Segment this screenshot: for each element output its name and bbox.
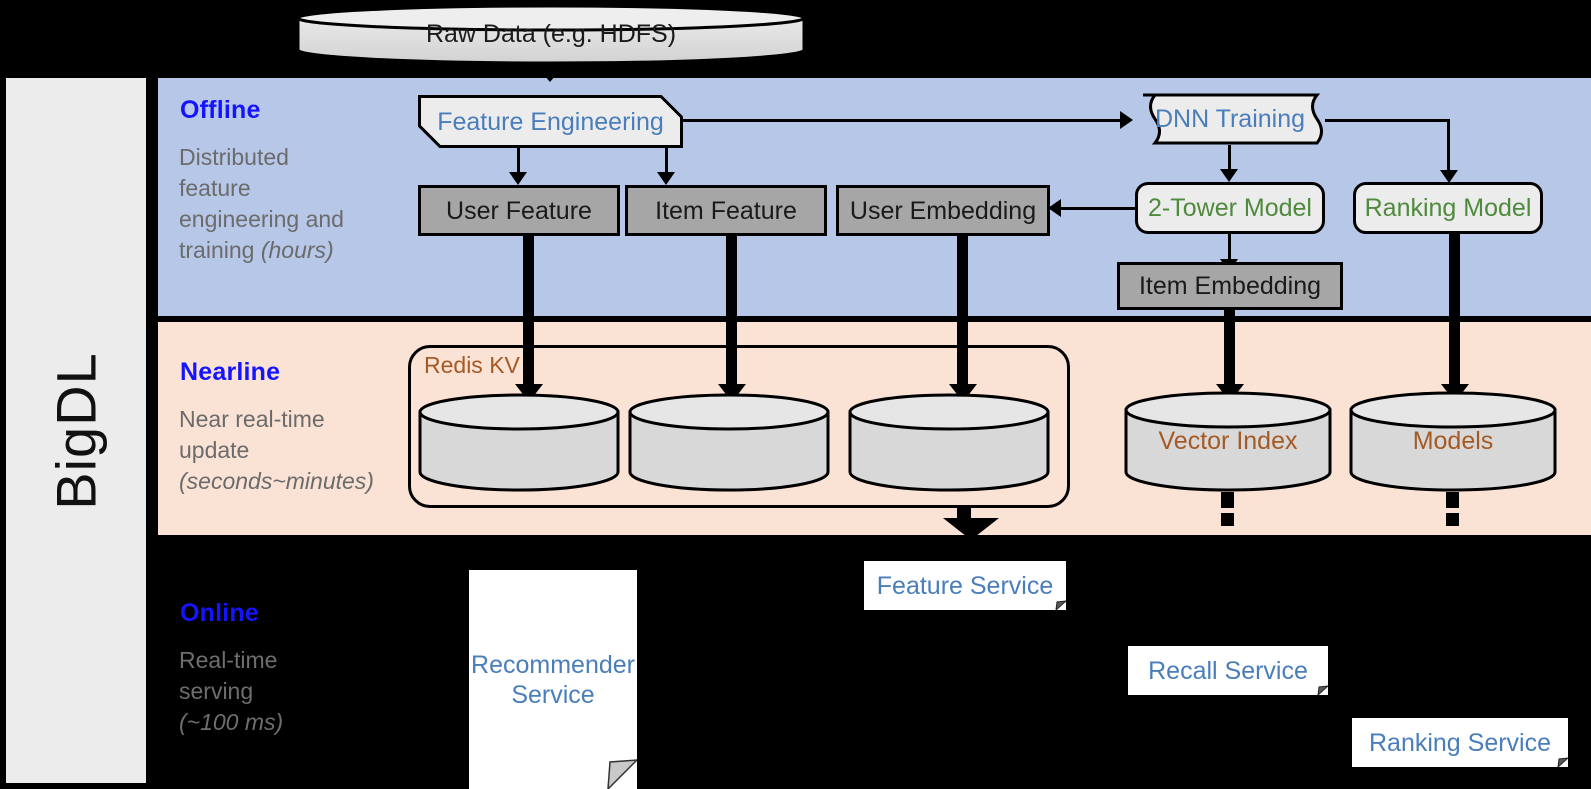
node-recommender-service[interactable]: Recommender Service	[469, 570, 637, 789]
node-user-embedding[interactable]: User Embedding	[836, 185, 1050, 236]
nearline-title: Nearline	[180, 358, 281, 386]
recall-service-shape	[1128, 646, 1328, 695]
user-feature-label: User Feature	[446, 196, 592, 225]
online-sub-l1: Real-time	[179, 647, 278, 673]
node-two-tower-model[interactable]: 2-Tower Model	[1135, 182, 1325, 234]
node-recall-service[interactable]: Recall Service	[1128, 646, 1328, 695]
feature-service-label: Feature Service	[876, 571, 1054, 600]
connector-dnn-twotower	[1228, 145, 1231, 169]
arrowhead-dnn-twotower	[1220, 169, 1238, 182]
raw-data-label: Raw Data (e.g. HDFS)	[425, 19, 677, 48]
item-feature-label: Item Feature	[655, 196, 797, 225]
offline-sub-l4: training	[179, 237, 261, 263]
connector-fe-userfeature	[517, 148, 520, 172]
arrowhead-fe-itemfeature	[657, 172, 675, 185]
raw-data-cylinder: Raw Data (e.g. HDFS)	[296, 4, 806, 65]
connector-fe-dnn	[683, 119, 1120, 122]
connector-stub-vectorindex-1	[1221, 492, 1234, 508]
ranking-service-label: Ranking Service	[1368, 728, 1552, 757]
item-embedding-label: Item Embedding	[1138, 272, 1322, 300]
connector-stub-models-2	[1446, 513, 1459, 526]
cylinder-user-embedding-store[interactable]	[848, 392, 1050, 492]
nearline-sub-italic: (seconds~minutes)	[179, 468, 374, 494]
models-label: Models	[1412, 426, 1494, 455]
recommender-service-label: Recommender Service	[471, 650, 635, 709]
ranking-service-shape	[1352, 718, 1568, 767]
cylinder-item-feature-store[interactable]	[628, 392, 830, 492]
cylinder-shape	[628, 393, 830, 492]
pipe-userembedding-store	[957, 236, 968, 387]
arrowhead-redis-featureservice	[943, 518, 999, 540]
offline-sub-l3: engineering and	[179, 206, 344, 232]
redis-kv-label: Redis KV	[424, 352, 520, 378]
dnn-training-label: DNN Training	[1154, 104, 1306, 133]
node-dnn-training[interactable]: DNN Training	[1135, 93, 1325, 145]
offline-title: Offline	[180, 96, 261, 124]
cylinder-shape	[848, 393, 1050, 492]
node-feature-engineering[interactable]: Feature Engineering	[418, 95, 683, 148]
node-item-embedding[interactable]: Item Embedding	[1117, 262, 1343, 310]
connector-dnn-ranking-h	[1325, 119, 1450, 122]
online-subtitle: Real-time serving (~100 ms)	[179, 645, 419, 738]
offline-sub-l2: feature	[179, 175, 251, 201]
arrowhead-fe-dnn	[1120, 111, 1133, 129]
online-title: Online	[180, 599, 259, 627]
feature-engineering-outline	[418, 95, 683, 148]
user-embedding-store-label	[848, 392, 1050, 492]
cylinder-vector-index[interactable]: Vector Index	[1124, 390, 1332, 492]
cylinder-shape	[296, 4, 806, 65]
feature-service-shape	[864, 561, 1066, 610]
offline-subtitle: Distributed feature engineering and trai…	[179, 142, 409, 266]
arrowhead-rawdata-fe	[533, 62, 567, 82]
connector-twotower-itemembedding	[1228, 234, 1231, 259]
connector-stub-models-1	[1446, 492, 1459, 508]
cylinder-models[interactable]: Models	[1349, 390, 1557, 492]
arrowhead-fe-userfeature	[509, 172, 527, 185]
pipe-itemembedding-vectorindex	[1224, 310, 1235, 387]
connector-twotower-userembedding	[1060, 207, 1135, 210]
sidebar-label: BigDL	[44, 351, 108, 510]
nearline-sub-l2: update	[179, 437, 250, 463]
offline-sub-italic: (hours)	[260, 237, 334, 263]
dnn-training-shape	[1143, 93, 1323, 145]
connector-fe-itemfeature	[665, 148, 668, 172]
cylinder-shape	[418, 393, 620, 492]
redis-kv-container	[408, 345, 1070, 508]
node-user-feature[interactable]: User Feature	[418, 185, 620, 236]
feature-engineering-label: Feature Engineering	[437, 107, 664, 136]
online-sub-italic: (~100 ms)	[179, 709, 284, 735]
connector-stub-vectorindex-2	[1221, 513, 1234, 526]
offline-sub-l1: Distributed	[179, 144, 289, 170]
arrowhead-twotower-userembedding	[1048, 199, 1061, 217]
cylinder-user-feature-store[interactable]	[418, 392, 620, 492]
node-item-feature[interactable]: Item Feature	[625, 185, 827, 236]
pipe-userfeature-store	[523, 236, 534, 387]
node-feature-service[interactable]: Feature Service	[864, 561, 1066, 610]
two-tower-model-label: 2-Tower Model	[1148, 194, 1312, 222]
nearline-subtitle: Near real-time update (seconds~minutes)	[179, 404, 419, 497]
cylinder-shape	[1124, 391, 1332, 492]
cylinder-shape	[1349, 391, 1557, 492]
connector-dnn-ranking-v	[1447, 119, 1450, 170]
ranking-model-label: Ranking Model	[1364, 194, 1532, 222]
pipe-itemfeature-store	[726, 236, 737, 387]
vector-index-label: Vector Index	[1158, 426, 1298, 455]
feature-engineering-shape	[418, 95, 683, 148]
user-feature-store-label	[418, 392, 620, 492]
sidebar-bigdl: BigDL	[6, 78, 146, 783]
recommender-service-shape	[469, 570, 637, 789]
item-feature-store-label	[628, 392, 830, 492]
pipe-rankingmodel-models	[1449, 234, 1460, 387]
user-embedding-label: User Embedding	[849, 196, 1037, 225]
online-sub-l2: serving	[179, 678, 254, 704]
nearline-sub-l1: Near real-time	[179, 406, 325, 432]
recall-service-label: Recall Service	[1148, 656, 1308, 685]
node-ranking-service[interactable]: Ranking Service	[1352, 718, 1568, 767]
arrowhead-dnn-ranking	[1440, 170, 1458, 183]
node-ranking-model[interactable]: Ranking Model	[1353, 182, 1543, 234]
